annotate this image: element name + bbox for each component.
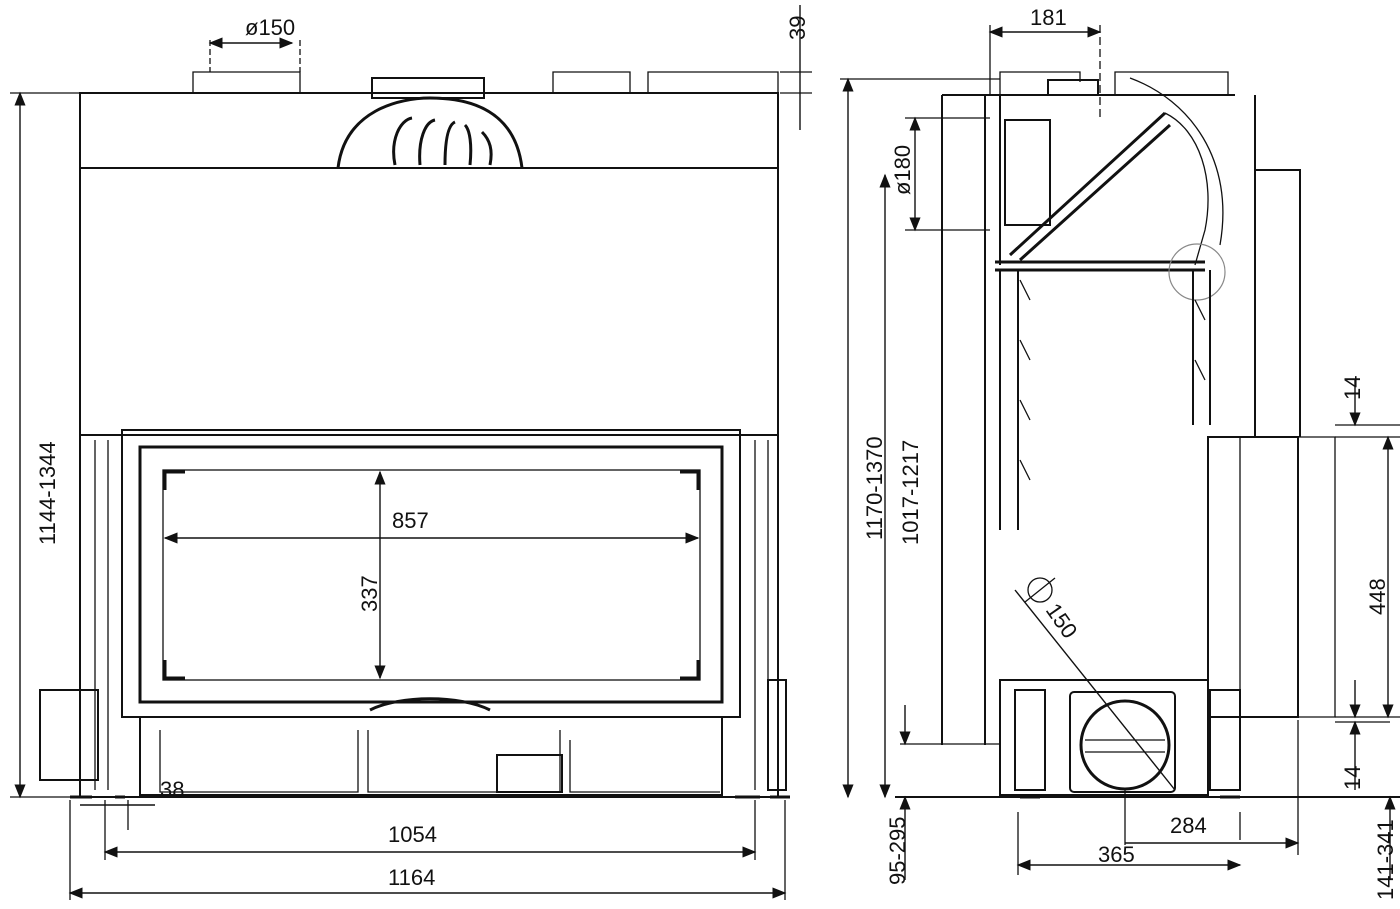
door-frame — [121, 429, 741, 718]
side-louvres — [1019, 279, 1206, 481]
left-runner — [1014, 689, 1046, 791]
side-inner-height-label: 1017-1217 — [898, 440, 923, 545]
glass-corners — [163, 470, 700, 680]
base-compartments — [159, 730, 720, 793]
side-view: 181 ø180 1170-1370 1017-1217 150 14 448 … — [840, 5, 1400, 900]
flue-offset-label: 181 — [1030, 5, 1067, 30]
inner-width-label: 1054 — [388, 822, 437, 847]
side-bottom-gap-label: 14 — [1340, 766, 1365, 790]
air-inlet-offset-label: 284 — [1170, 813, 1207, 838]
deflector — [1129, 77, 1224, 266]
glass-outer — [138, 445, 724, 704]
base — [139, 716, 723, 796]
side-base — [999, 679, 1209, 796]
side-panel-height-label: 448 — [1365, 578, 1390, 615]
right-runner — [1209, 689, 1241, 791]
upper-panel — [79, 167, 779, 436]
top-collars — [192, 71, 779, 93]
air-inlet-circle — [1079, 699, 1171, 791]
total-width-label: 1164 — [388, 865, 435, 890]
glass-height-label: 337 — [357, 575, 382, 612]
side-firebox-walls — [999, 270, 1211, 530]
base-height-right-label: 141-341 — [1373, 819, 1398, 900]
side-columns — [94, 440, 769, 790]
flue-ribs — [392, 116, 493, 166]
rear-column — [1254, 95, 1301, 437]
air-inlet-diameter-label: 150 — [1041, 599, 1083, 643]
base-box — [496, 754, 563, 793]
top-flue-collar — [371, 77, 485, 99]
air-inlet-left — [39, 689, 99, 781]
side-depth-label: 365 — [1098, 842, 1135, 867]
front-total-height-label: 1144-1344 — [35, 441, 60, 545]
side-flue-diameter-label: ø180 — [890, 145, 915, 195]
side-rear-wall — [941, 94, 1235, 745]
side-panel-flange — [1239, 436, 1336, 718]
front-view: ø150 39 1144-1344 857 337 38 1054 1164 — [10, 5, 812, 900]
flue-dome — [336, 96, 524, 169]
side-panel — [1207, 436, 1299, 718]
door-handle — [369, 697, 491, 712]
inlet-damper — [1085, 739, 1165, 753]
lower-body — [79, 434, 779, 798]
hood — [79, 92, 779, 169]
side-top-collars — [999, 71, 1229, 95]
detail-circle — [1168, 243, 1226, 301]
side-flue-collar — [1047, 79, 1099, 96]
glass-inner — [162, 469, 701, 681]
baffle-plate — [995, 260, 1205, 272]
foot-offset-label: 38 — [160, 777, 184, 802]
side-total-height-label: 1170-1370 — [862, 436, 887, 540]
front-flue-diameter-label: ø150 — [245, 15, 295, 40]
side-bracket-right — [767, 679, 787, 791]
glass-width-label: 857 — [392, 508, 429, 533]
front-top-offset-label: 39 — [785, 16, 810, 40]
side-top-gap-label: 14 — [1340, 376, 1365, 400]
flue-box — [1004, 119, 1051, 226]
baffle — [1008, 111, 1172, 262]
base-height-left-label: 95-295 — [885, 816, 910, 885]
inlet-box — [1069, 691, 1176, 793]
